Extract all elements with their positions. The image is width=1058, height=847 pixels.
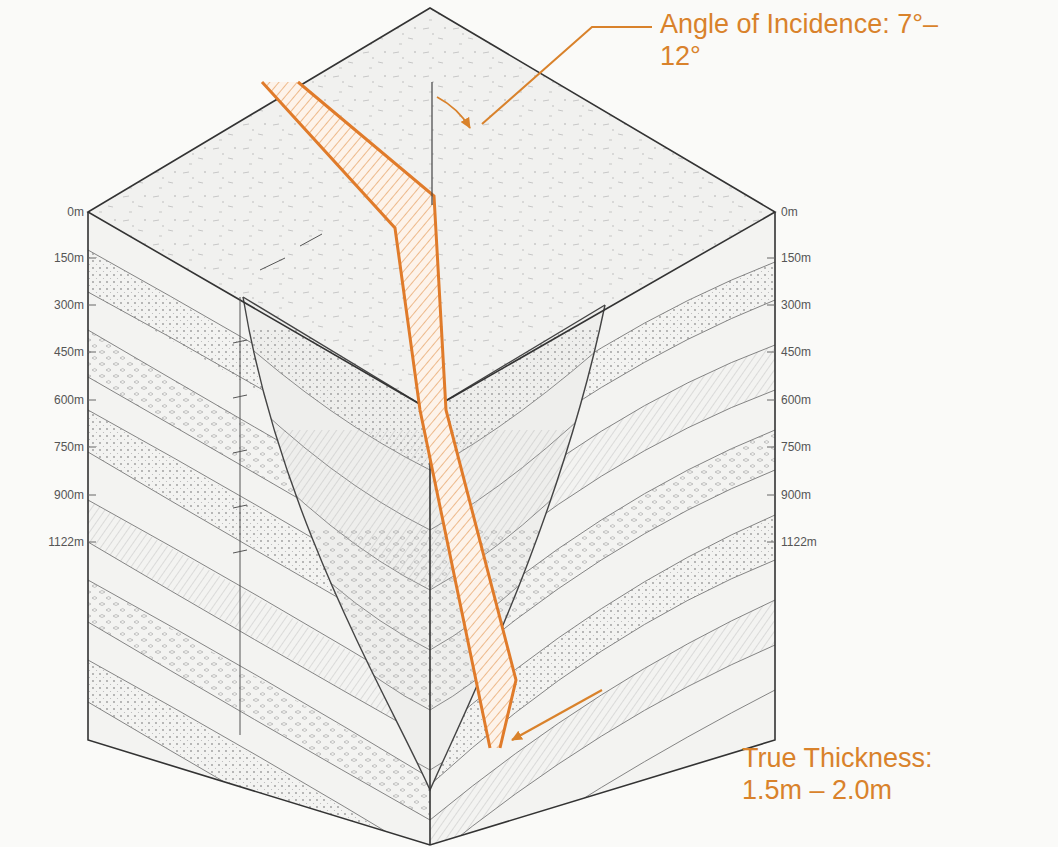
depth-label: 750m bbox=[781, 440, 811, 454]
vein-edge bbox=[298, 82, 516, 748]
vein-fill bbox=[262, 82, 516, 748]
leader-line bbox=[482, 27, 652, 124]
depth-label: 600m bbox=[54, 393, 84, 407]
leader-arrow bbox=[512, 690, 602, 740]
depth-label: 300m bbox=[54, 298, 84, 312]
depth-label: 450m bbox=[54, 345, 84, 359]
vein-hatch bbox=[262, 82, 516, 748]
depth-label: 450m bbox=[781, 345, 811, 359]
depth-label: 600m bbox=[781, 393, 811, 407]
depth-label: 300m bbox=[781, 298, 811, 312]
section-line bbox=[233, 234, 322, 735]
depth-label: 0m bbox=[781, 205, 798, 219]
vertical-reference bbox=[431, 82, 432, 205]
callout-text: Angle of Incidence: 7°–12° bbox=[660, 8, 945, 73]
cube-outline bbox=[88, 8, 775, 845]
depth-label: 0m bbox=[67, 205, 84, 219]
callout-text: True Thickness: 1.5m – 2.0m bbox=[742, 742, 967, 807]
depth-label: 900m bbox=[781, 488, 811, 502]
vein-edge bbox=[262, 82, 490, 748]
angle-arc bbox=[437, 97, 470, 128]
depth-label: 900m bbox=[54, 488, 84, 502]
depth-label: 1122m bbox=[781, 535, 817, 549]
depth-label: 150m bbox=[54, 251, 84, 265]
depth-label: 1122m bbox=[48, 535, 84, 549]
depth-label: 150m bbox=[781, 251, 811, 265]
depth-label: 750m bbox=[54, 440, 84, 454]
